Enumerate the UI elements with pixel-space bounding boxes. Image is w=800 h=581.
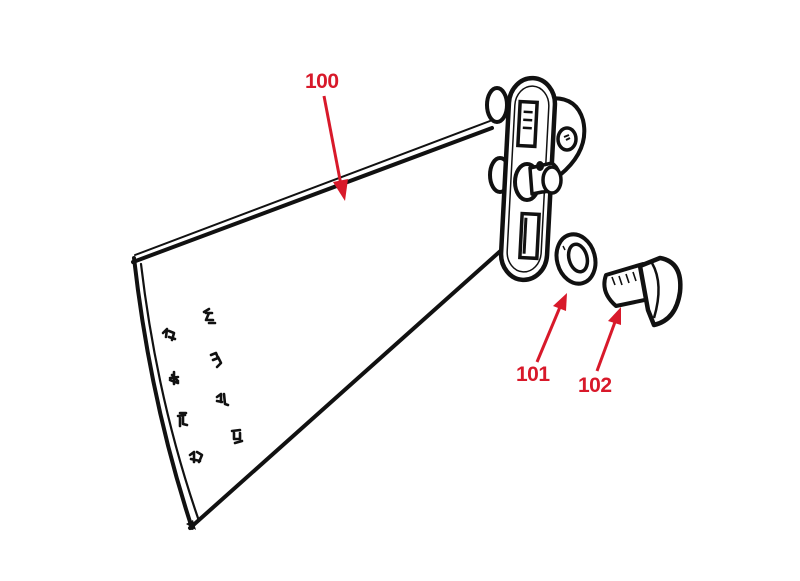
arrowhead-100-icon (333, 179, 348, 201)
arrowhead-102-icon (608, 307, 621, 325)
callout-arrows (322, 95, 621, 372)
blade-part (131, 120, 508, 530)
callout-label-100: 100 (305, 70, 339, 93)
callout-label-102: 102 (578, 374, 612, 397)
arrow-101 (535, 306, 562, 363)
callout-label-101: 101 (516, 363, 550, 386)
blade-markings (161, 307, 244, 464)
arrowhead-101-icon (553, 293, 567, 311)
washer-part (554, 232, 598, 286)
arrow-100 (322, 95, 343, 186)
hinge-bracket (485, 75, 587, 283)
bolt-part (602, 255, 683, 328)
arrow-102 (595, 321, 617, 372)
